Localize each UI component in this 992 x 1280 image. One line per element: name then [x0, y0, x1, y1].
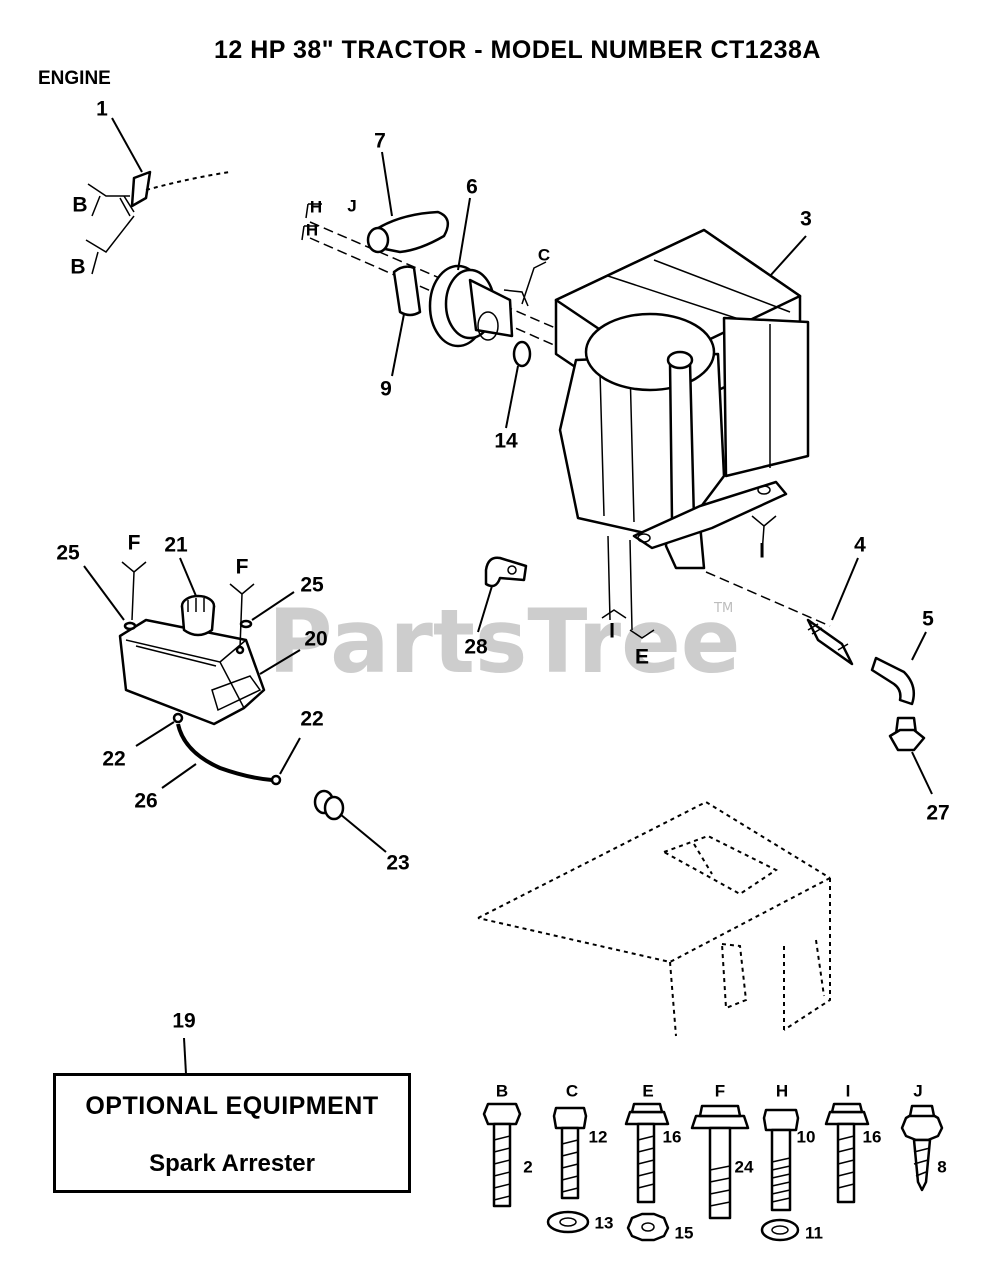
hardware-qty-f: 24	[735, 1157, 754, 1176]
hardware-qty-h: 10	[797, 1127, 816, 1146]
callout-14: 14	[494, 430, 518, 453]
hardware-qty-b: 2	[523, 1157, 532, 1176]
elbow-part-5[interactable]	[870, 656, 915, 706]
section-label: ENGINE	[38, 68, 111, 89]
bolt-f[interactable]	[690, 1104, 750, 1220]
bolt-i[interactable]	[824, 1102, 870, 1204]
ref-i-right: I	[759, 540, 765, 563]
washer-part-25-right[interactable]	[239, 619, 253, 629]
grommet-part-23[interactable]	[313, 789, 345, 821]
hardware-qty-i: 16	[863, 1127, 882, 1146]
callout-20: 20	[304, 628, 327, 651]
callout-9: 9	[380, 378, 392, 401]
watermark-tm: TM	[713, 601, 733, 616]
air-cleaner-part-6[interactable]	[428, 264, 529, 348]
screw-j[interactable]	[900, 1104, 944, 1192]
hardware-letter-f: F	[715, 1081, 725, 1100]
callout-25-right: 25	[300, 574, 324, 597]
callout-23: 23	[386, 852, 409, 875]
watermark: PartsTree	[268, 590, 740, 693]
callout-26: 26	[134, 790, 157, 813]
washer-13[interactable]	[546, 1210, 590, 1234]
drain-nipple-part-4[interactable]	[806, 618, 854, 666]
fuel-tank-part-20[interactable]	[118, 618, 266, 726]
clip-part-28[interactable]	[484, 556, 528, 588]
callout-22-right: 22	[300, 708, 323, 731]
ref-j: J	[347, 196, 356, 215]
ref-h-upper: H	[310, 197, 322, 216]
optional-equipment-title: OPTIONAL EQUIPMENT	[85, 1092, 379, 1120]
engine-part-3[interactable]	[554, 228, 810, 631]
hardware-letter-b: B	[496, 1081, 508, 1100]
tractor-frame-outline	[477, 800, 831, 1037]
bolt-h[interactable]	[762, 1108, 800, 1212]
ref-b-upper: B	[72, 194, 87, 217]
callout-22-left: 22	[102, 748, 125, 771]
hardware-letter-e: E	[642, 1081, 653, 1100]
callout-1: 1	[96, 98, 108, 121]
ref-h-lower: H	[306, 220, 318, 239]
washer-part-25-left[interactable]	[123, 621, 137, 631]
intake-tube-part-7[interactable]	[366, 210, 450, 254]
callout-7: 7	[374, 130, 386, 153]
ref-i-left: I	[609, 620, 615, 643]
hardware-qty-e: 16	[663, 1127, 682, 1146]
bolt-b[interactable]	[482, 1102, 522, 1208]
page-title: 12 HP 38" TRACTOR - MODEL NUMBER CT1238A	[214, 36, 821, 64]
callout-27: 27	[926, 802, 949, 825]
callout-28: 28	[464, 636, 488, 659]
callout-6: 6	[466, 176, 478, 199]
ref-e: E	[635, 646, 649, 669]
washer-11[interactable]	[760, 1218, 800, 1242]
spark-arrester-label: Spark Arrester	[149, 1150, 315, 1177]
fuel-line-part-26[interactable]	[172, 712, 282, 786]
washer-qty-13: 13	[595, 1213, 614, 1232]
callout-4: 4	[854, 534, 866, 557]
callout-25-left: 25	[56, 542, 80, 565]
hardware-letter-c: C	[566, 1081, 578, 1100]
throttle-cable-part-1[interactable]	[85, 117, 231, 275]
drain-plug-part-27[interactable]	[888, 716, 926, 752]
washer-qty-15: 15	[675, 1223, 694, 1242]
hardware-qty-c: 12	[589, 1127, 608, 1146]
ref-b-lower: B	[70, 256, 85, 279]
hardware-qty-j: 8	[937, 1157, 946, 1176]
callout-19: 19	[172, 1010, 195, 1033]
clamp-part-14[interactable]	[512, 340, 532, 368]
optional-equipment-box: OPTIONAL EQUIPMENT Spark Arrester	[53, 1073, 411, 1193]
fuel-cap-part-21[interactable]	[180, 594, 216, 637]
hose-part-9[interactable]	[392, 265, 422, 317]
hardware-letter-j: J	[913, 1081, 922, 1100]
bolt-c[interactable]	[552, 1106, 588, 1200]
ref-f-right: F	[236, 556, 249, 579]
hardware-letter-h: H	[776, 1081, 788, 1100]
callout-21: 21	[164, 534, 188, 557]
hardware-letter-i: I	[846, 1081, 851, 1100]
washer-qty-11: 11	[805, 1223, 823, 1242]
bolt-e[interactable]	[624, 1102, 670, 1204]
callout-5: 5	[922, 608, 934, 631]
callout-3: 3	[800, 208, 812, 231]
ref-f-left: F	[128, 532, 141, 555]
ref-c: C	[538, 245, 550, 264]
lock-washer-15[interactable]	[626, 1212, 670, 1242]
